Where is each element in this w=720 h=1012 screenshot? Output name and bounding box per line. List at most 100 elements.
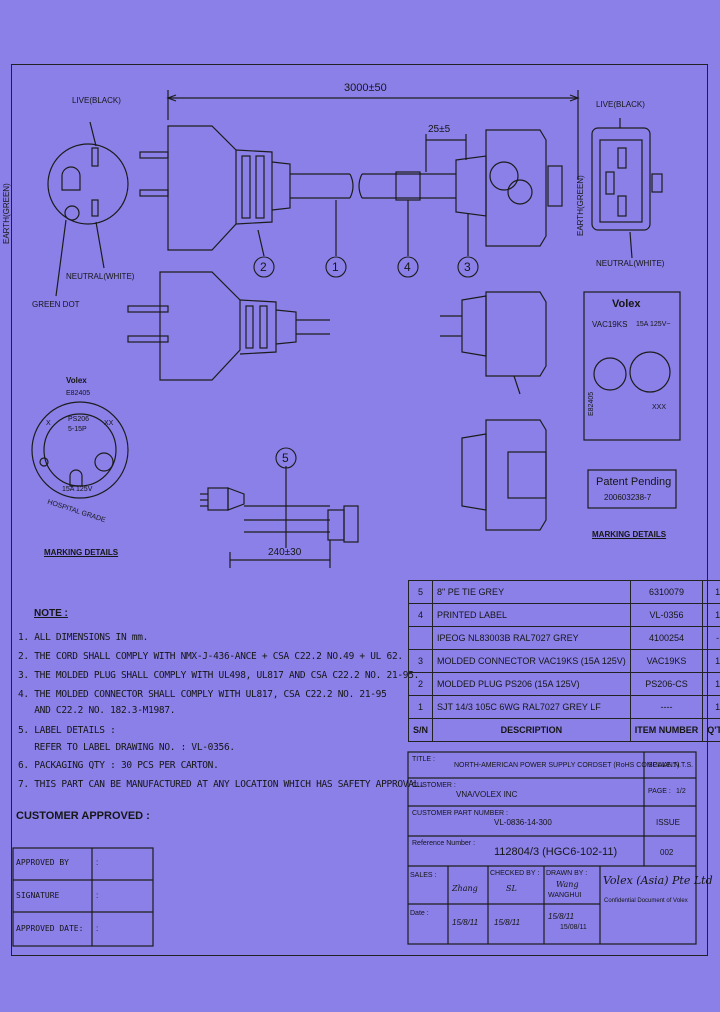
bom-no: 2	[407, 672, 434, 696]
sales-signature: Zhang	[452, 884, 478, 893]
customer-label: CUSTOMER :	[412, 782, 456, 789]
connector-marking-model: VAC19KS	[592, 320, 628, 329]
plug-marking-model: PS206	[68, 416, 90, 423]
note-line-9: 7. THIS PART CAN BE MANUFACTURED AT ANY …	[18, 779, 425, 790]
bom-desc: MOLDED PLUG PS206 (15A 125V)	[432, 672, 631, 696]
signature-colon: :	[96, 891, 99, 900]
checked-date: 15/8/11	[494, 918, 521, 927]
bill-of-materials: 5 8" PE TIE GREY 6310079 1 4 PRINTED LAB…	[407, 580, 720, 742]
balloon-5: 5	[282, 451, 289, 465]
connector-marking-brand: Volex	[612, 298, 641, 310]
bom-desc: MOLDED CONNECTOR VAC19KS (15A 125V)	[432, 649, 631, 673]
plug-earth-label: EARTH(GREEN)	[2, 183, 11, 244]
drawn-date-signature: 15/8/11	[548, 912, 575, 921]
bom-part: ----	[629, 695, 704, 719]
approved-date-colon: :	[96, 924, 99, 933]
connector-live-label: LIVE(BLACK)	[596, 100, 645, 109]
company-note: Confidential Document of Volex	[604, 898, 688, 904]
note-line-1: 1. ALL DIMENSIONS IN mm.	[18, 632, 149, 643]
bom-no: 5	[407, 580, 434, 604]
bom-qty: 1	[702, 649, 720, 673]
note-line-8: 6. PACKAGING QTY : 30 PCS PER CARTON.	[18, 760, 219, 771]
bom-header-row: S/N DESCRIPTION ITEM NUMBER Q'TY	[407, 718, 720, 742]
marking-details-left: MARKING DETAILS	[44, 548, 119, 557]
customer-value: VNA/VOLEX INC	[456, 790, 518, 799]
checked-signature: SL	[506, 884, 517, 893]
balloon-1: 1	[332, 260, 339, 274]
tie-length-dimension: 240±30	[268, 547, 302, 558]
drawing-sheet	[11, 64, 708, 956]
bom-no: 1	[407, 695, 434, 719]
connector-offset-dimension: 25±5	[428, 124, 451, 135]
drawn-by-name: WANGHUI	[548, 892, 582, 899]
sales-date: 15/8/11	[452, 918, 479, 927]
patent-title: Patent Pending	[596, 476, 672, 488]
sales-label: SALES :	[410, 872, 437, 879]
title-label: TITLE :	[412, 756, 435, 763]
connector-neutral-label: NEUTRAL(WHITE)	[596, 259, 665, 268]
bom-part: VL-0356	[629, 603, 704, 627]
bom-no	[407, 626, 434, 650]
connector-marking-rating: 15A 125V~	[636, 321, 671, 328]
note-line-4: 4. THE MOLDED CONNECTOR SHALL COMPLY WIT…	[18, 689, 387, 700]
note-title: NOTE :	[34, 608, 68, 619]
table-row: 5 8" PE TIE GREY 6310079 1	[407, 580, 720, 604]
checked-by-label: CHECKED BY :	[490, 870, 540, 877]
table-row: IPEOG NL83003B RAL7027 GREY 4100254 -	[407, 626, 720, 650]
customer-part-number-label: CUSTOMER PART NUMBER :	[412, 810, 508, 817]
page-label: PAGE :	[648, 788, 671, 795]
customer-approved-title: CUSTOMER APPROVED :	[16, 810, 150, 822]
date-label: Date :	[410, 910, 429, 917]
plug-green-dot-label: GREEN DOT	[32, 300, 80, 309]
plug-live-label: LIVE(BLACK)	[72, 96, 121, 105]
note-line-7: REFER TO LABEL DRAWING NO. : VL-0356.	[18, 742, 235, 753]
bom-qty: -	[702, 626, 720, 650]
bom-qty: 1	[702, 695, 720, 719]
note-line-5: AND C22.2 NO. 182.3-M1987.	[18, 705, 176, 716]
balloon-3: 3	[464, 260, 471, 274]
bom-no: 4	[407, 603, 434, 627]
bom-part: 6310079	[629, 580, 704, 604]
bom-part: 4100254	[629, 626, 704, 650]
plug-marking-x-left: X	[46, 420, 51, 427]
approved-by-label: APPROVED BY	[16, 858, 69, 867]
plug-marking-rating: 5-15P	[68, 426, 87, 433]
plug-neutral-label: NEUTRAL(WHITE)	[66, 272, 135, 281]
page-value: 1/2	[676, 788, 686, 795]
bom-header-desc: DESCRIPTION	[432, 718, 631, 742]
connector-marking-code: E82405	[588, 391, 595, 416]
title-value: NORTH-AMERICAN POWER SUPPLY CORDSET (RoH…	[454, 762, 680, 769]
connector-marking-xxx: XXX	[652, 404, 667, 411]
note-line-3: 3. THE MOLDED PLUG SHALL COMPLY WITH UL4…	[18, 670, 420, 681]
table-row: 3 MOLDED CONNECTOR VAC19KS (15A 125V) VA…	[407, 649, 720, 673]
bom-part: PS206-CS	[629, 672, 704, 696]
issue-value: 002	[660, 848, 674, 857]
bom-part: VAC19KS	[629, 649, 704, 673]
plug-marking-code: E82405	[66, 390, 91, 397]
drawn-by-label: DRAWN BY :	[546, 870, 588, 877]
company-name: Volex (Asia) Pte Ltd	[603, 874, 713, 887]
bom-header-part: ITEM NUMBER	[629, 718, 704, 742]
customer-part-number-value: VL-0836-14-300	[494, 818, 552, 827]
note-line-2: 2. THE CORD SHALL COMPLY WITH NMX-J-436-…	[18, 651, 403, 662]
approved-date-label: APPROVED DATE:	[16, 924, 84, 933]
bom-header-qty: Q'TY	[702, 718, 720, 742]
approved-by-colon: :	[96, 858, 99, 867]
bom-desc: PRINTED LABEL	[432, 603, 631, 627]
reference-number-value: 112804/3 (HGC6-102-11)	[494, 846, 618, 858]
bom-header-no: S/N	[407, 718, 434, 742]
drawn-signature: Wang	[556, 880, 579, 889]
bom-desc: 8" PE TIE GREY	[432, 580, 631, 604]
table-row: 4 PRINTED LABEL VL-0356 1	[407, 603, 720, 627]
connector-earth-label: EARTH(GREEN)	[576, 175, 585, 236]
issue-label: ISSUE	[656, 818, 681, 827]
note-line-6: 5. LABEL DETAILS :	[18, 725, 116, 736]
balloon-2: 2	[260, 260, 267, 274]
balloon-4: 4	[404, 260, 411, 274]
table-row: 2 MOLDED PLUG PS206 (15A 125V) PS206-CS …	[407, 672, 720, 696]
bom-qty: 1	[702, 672, 720, 696]
bom-desc: SJT 14/3 105C 6WG RAL7027 GREY LF	[432, 695, 631, 719]
signature-label: SIGNATURE	[16, 891, 60, 900]
bom-no: 3	[407, 649, 434, 673]
